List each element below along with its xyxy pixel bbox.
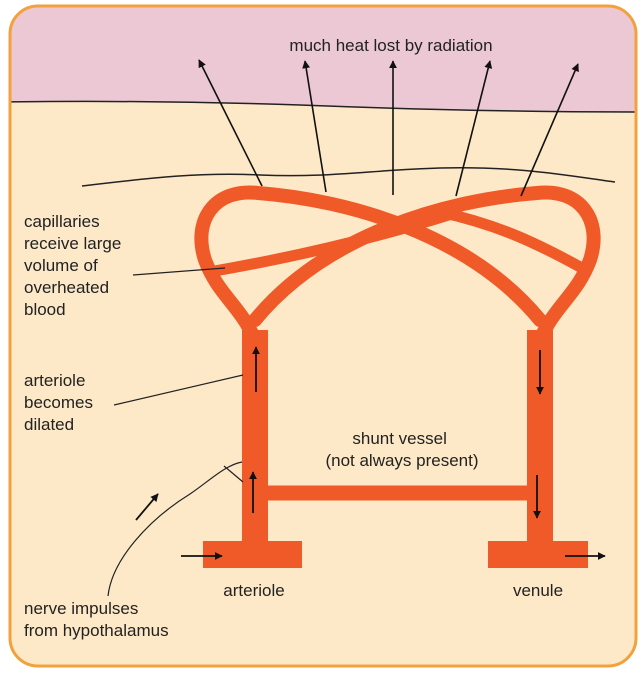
nerve-impulses-label-line: nerve impulses [24, 599, 138, 618]
capillaries-label-line: capillaries [24, 212, 100, 231]
skin-surface-layer [0, 0, 643, 112]
capillaries-label-line: receive large [24, 234, 121, 253]
shunt-vessel-label-line: shunt vessel [352, 429, 447, 448]
arteriole-base [203, 541, 302, 568]
arteriole-dilated-label-line: arteriole [24, 371, 85, 390]
venule-base [488, 541, 588, 568]
arteriole-dilated-label-line: becomes [24, 393, 93, 412]
venule-label: venule [513, 581, 563, 600]
capillaries-label-line: blood [24, 300, 66, 319]
shunt-vessel-label-line: (not always present) [325, 451, 478, 470]
arteriole-label: arteriole [223, 581, 284, 600]
capillaries-label-line: volume of [24, 256, 98, 275]
capillaries-label-line: overheated [24, 278, 109, 297]
radiation-label: much heat lost by radiation [289, 36, 492, 55]
arteriole-dilated-label-line: dilated [24, 415, 74, 434]
nerve-impulses-label-line: from hypothalamus [24, 621, 169, 640]
